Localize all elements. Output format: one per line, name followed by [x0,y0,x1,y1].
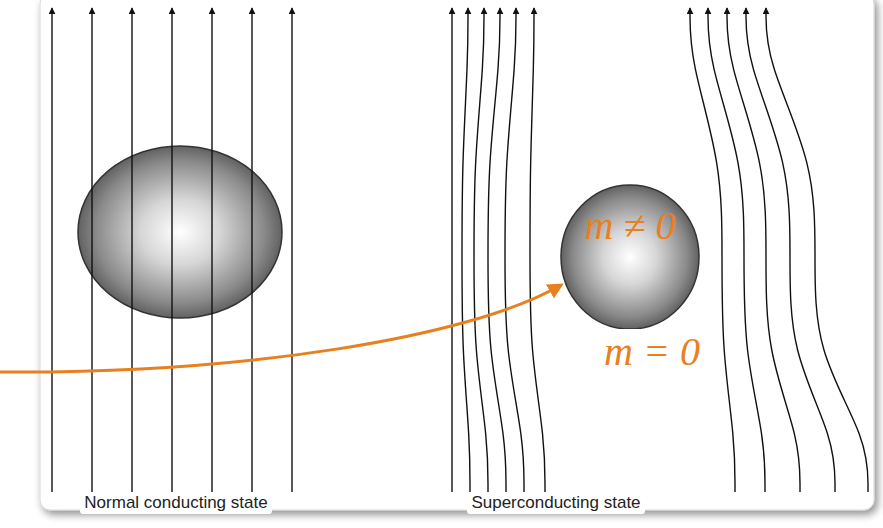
field-line [462,8,470,492]
field-line [727,8,800,492]
field-lines [452,8,868,492]
pointer-arrow [0,285,561,372]
magnetization-label: m = 0 [598,329,706,375]
panel [40,0,874,510]
state-caption: Normal conducting state [80,492,271,514]
field-line [488,8,506,492]
field-line [131,8,132,492]
field-line [171,8,172,492]
magnetization-label: m ≠ 0 [560,204,700,248]
field-line [91,8,92,492]
field-lines [52,8,292,492]
field-line [291,8,292,492]
field-line [51,8,52,492]
field-line [530,8,545,492]
field-line [211,8,212,492]
field-line [451,8,452,492]
field-line [505,8,524,492]
field-line [766,8,868,492]
field-line [474,8,488,492]
superconducting-sphere: m ≠ 0 [560,184,700,330]
field-line [251,8,252,492]
field-line [746,8,835,492]
state-caption: Superconducting state [467,492,644,514]
